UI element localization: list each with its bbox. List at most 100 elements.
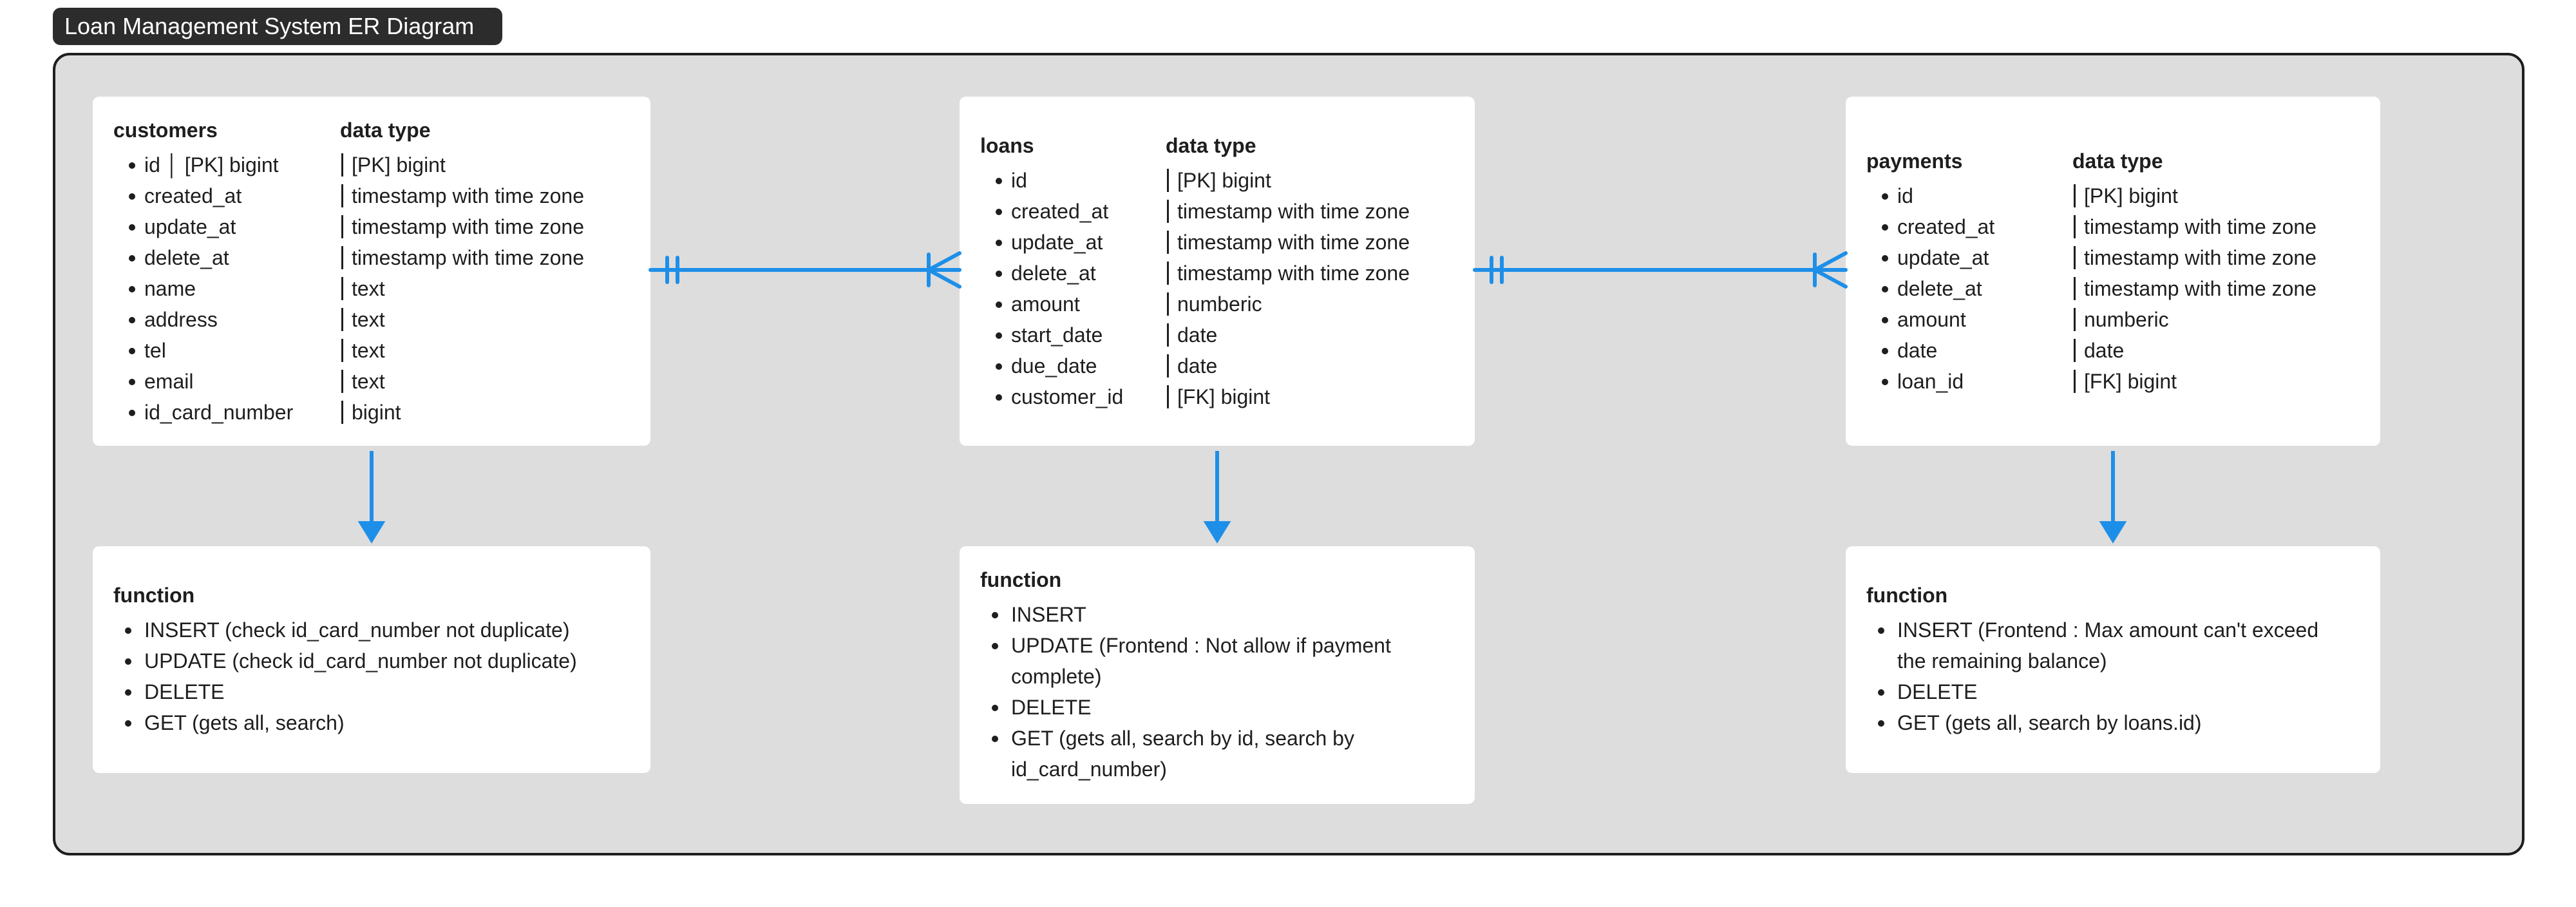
bullet-icon	[129, 193, 135, 200]
function-item: INSERT (check id_card_number not duplica…	[113, 615, 635, 645]
bullet-icon	[129, 224, 135, 231]
field-type: date	[1166, 320, 1217, 350]
bullet-icon	[996, 240, 1002, 246]
field-type: timestamp with time zone	[341, 242, 584, 273]
field-name: update_at	[144, 215, 236, 238]
bullet-icon	[996, 363, 1002, 370]
function-item: GET (gets all, search by id, search by i…	[980, 723, 1418, 785]
field-type: timestamp with time zone	[341, 211, 584, 242]
function-list: INSERT (check id_card_number not duplica…	[113, 615, 635, 738]
data-type-header: data type	[1166, 134, 1256, 157]
function-card-loans[interactable]: function INSERT UPDATE (Frontend : Not a…	[960, 546, 1475, 804]
arrow-down-icon	[1203, 521, 1231, 544]
field-type: timestamp with time zone	[341, 180, 584, 211]
function-list: INSERT (Frontend : Max amount can't exce…	[1866, 615, 2343, 738]
relationship-customers-loans[interactable]	[649, 251, 961, 289]
field-type: timestamp with time zone	[1166, 258, 1410, 289]
field-name: id │ [PK] bigint	[144, 153, 279, 177]
field-name: customer_id	[1011, 385, 1124, 408]
field-name: update_at	[1897, 246, 1989, 269]
function-header: function	[113, 584, 195, 607]
bullet-icon	[996, 332, 1002, 339]
function-card-payments[interactable]: function INSERT (Frontend : Max amount c…	[1846, 546, 2380, 773]
function-list: INSERT UPDATE (Frontend : Not allow if p…	[980, 599, 1418, 785]
entity-card-loans[interactable]: loans data type id [PK] bigint created_at…	[960, 97, 1475, 446]
field-name: amount	[1897, 308, 1966, 331]
field-type: [PK] bigint	[1167, 165, 1271, 196]
bullet-icon	[996, 271, 1002, 277]
field-name: name	[144, 277, 196, 300]
bullet-icon	[129, 255, 135, 262]
field-name: delete_at	[1011, 262, 1096, 285]
field-type: [PK] bigint	[2074, 180, 2178, 211]
entity-card-customers[interactable]: customers data type id │ [PK] bigint[PK]…	[93, 97, 650, 446]
field-type: text	[341, 273, 385, 304]
function-item: DELETE	[980, 692, 1418, 723]
field-name: delete_at	[1897, 277, 1982, 300]
field-type: numberic	[2074, 304, 2169, 335]
field-type: text	[341, 304, 385, 335]
field-name: address	[144, 308, 218, 331]
field-type: bigint	[341, 397, 401, 428]
bullet-icon	[129, 379, 135, 385]
function-item: DELETE	[1866, 676, 2343, 707]
bullet-icon	[129, 317, 135, 323]
relationship-loans-payments[interactable]	[1473, 251, 1848, 289]
field-type: timestamp with time zone	[1166, 196, 1410, 227]
field-name: loan_id	[1897, 370, 1964, 393]
field-type: timestamp with time zone	[2073, 211, 2316, 242]
field-name: email	[144, 370, 194, 393]
arrow-down-icon	[2099, 521, 2127, 544]
bullet-icon	[129, 162, 135, 169]
bullet-icon	[996, 178, 1002, 184]
function-item: INSERT	[980, 599, 1418, 630]
field-name: id_card_number	[144, 401, 294, 424]
field-name: created_at	[1011, 200, 1109, 223]
bullet-icon	[129, 348, 135, 354]
entity-name: payments	[1866, 149, 1963, 173]
field-name: created_at	[144, 184, 242, 207]
field-name: due_date	[1011, 354, 1097, 377]
field-name: start_date	[1011, 323, 1103, 347]
field-name: id	[1897, 184, 1913, 207]
bullet-icon	[1882, 255, 1888, 262]
function-card-customers[interactable]: function INSERT (check id_card_number no…	[93, 546, 650, 773]
field-type: timestamp with time zone	[2073, 273, 2316, 304]
bullet-icon	[1882, 224, 1888, 231]
bullet-icon	[1882, 193, 1888, 200]
field-type: [PK] bigint	[341, 149, 446, 180]
crowfoot-many-icon	[1810, 251, 1848, 289]
field-type: timestamp with time zone	[2073, 242, 2316, 273]
field-type: [FK] bigint	[1166, 381, 1270, 412]
function-item: UPDATE (Frontend : Not allow if payment …	[980, 630, 1418, 692]
field-type: date	[1166, 350, 1217, 381]
function-item: DELETE	[113, 676, 635, 707]
bullet-icon	[1882, 317, 1888, 323]
bullet-icon	[1882, 379, 1888, 385]
function-item: GET (gets all, search)	[113, 707, 635, 738]
field-type: [FK] bigint	[2073, 366, 2177, 397]
function-header: function	[980, 568, 1062, 591]
field-name: id	[1011, 169, 1027, 192]
bullet-icon	[996, 209, 1002, 215]
arrow-down-icon	[357, 521, 386, 544]
bullet-icon	[1882, 286, 1888, 292]
entity-card-payments[interactable]: payments data type id[PK] bigint created…	[1846, 97, 2380, 446]
function-item: GET (gets all, search by loans.id)	[1866, 707, 2343, 738]
bullet-icon	[996, 394, 1002, 401]
bullet-icon	[129, 410, 135, 416]
field-name: update_at	[1011, 231, 1103, 254]
function-item: INSERT (Frontend : Max amount can't exce…	[1866, 615, 2343, 676]
field-type: date	[2073, 335, 2124, 366]
bullet-icon	[129, 286, 135, 292]
field-type: numberic	[1167, 289, 1262, 320]
data-type-header: data type	[2072, 149, 2163, 173]
bullet-icon	[1882, 348, 1888, 354]
diagram-title: Loan Management System ER Diagram	[53, 8, 502, 45]
data-type-header: data type	[340, 119, 431, 142]
field-type: text	[341, 366, 385, 397]
field-name: amount	[1011, 292, 1080, 316]
entity-name: loans	[980, 134, 1034, 157]
field-name: tel	[144, 339, 166, 362]
